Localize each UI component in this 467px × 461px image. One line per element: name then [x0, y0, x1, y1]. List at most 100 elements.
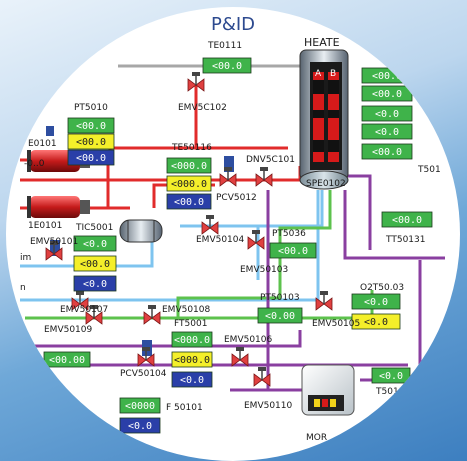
- readout-value: <000.0: [171, 161, 207, 172]
- label-emv50107: EMV50107: [60, 305, 108, 315]
- readout-value: <0.0: [128, 421, 152, 432]
- label-emv50110: EMV50110: [244, 401, 293, 411]
- actuator-2: [50, 240, 60, 256]
- readout-pt2[interactable]: <00.0: [67, 133, 115, 150]
- label-te0111: TE0111: [207, 41, 242, 51]
- readout-value: <00.0: [372, 89, 402, 100]
- readout-pt103[interactable]: <0.00: [257, 307, 303, 324]
- label-te50116: TE50116: [171, 143, 212, 153]
- pump-2[interactable]: [27, 196, 90, 218]
- readout-pt3[interactable]: <00.0: [67, 149, 115, 166]
- readout-value: <0.0: [83, 239, 107, 250]
- readout-value: <0.00: [265, 311, 295, 322]
- readout-value: <00.00: [49, 355, 85, 366]
- label-f5010: F 50101: [166, 403, 203, 413]
- pump-1-body: [30, 150, 80, 172]
- valve-emv50110[interactable]: [253, 367, 271, 387]
- valve-emv5c102[interactable]: [187, 72, 205, 92]
- label-bottom-tag: SPE0102: [306, 179, 346, 189]
- readout-value: <000.0: [174, 355, 210, 366]
- label-pcv50104: PCV50104: [120, 369, 167, 379]
- pipe-purple-4: [343, 190, 445, 260]
- readout-tic1[interactable]: <0.0: [73, 235, 117, 252]
- motor-unit[interactable]: [301, 364, 355, 416]
- heater-base: [299, 170, 349, 190]
- label-p1: E0101: [28, 139, 57, 149]
- readout-tic3[interactable]: <0.0: [73, 275, 117, 292]
- label-l2: im: [20, 253, 31, 263]
- readout-r4[interactable]: <0.0: [361, 123, 413, 140]
- readout-te2[interactable]: <000.0: [166, 175, 212, 192]
- readout-value: <00.0: [278, 246, 308, 257]
- label-emv50104: EMV50104: [196, 235, 245, 245]
- readouts: <00.0<00.0<00.0<00.0<000.0<000.0<00.0<0.…: [43, 57, 433, 434]
- readout-o2-2[interactable]: <0.0: [351, 313, 401, 330]
- valve-emv50101[interactable]: [45, 241, 63, 261]
- label-emv50105: EMV50105: [312, 319, 360, 329]
- readout-value: <00.0: [174, 197, 204, 208]
- heat-exchanger[interactable]: [119, 219, 163, 243]
- label-o2t50: O2T50.03: [360, 283, 404, 293]
- label-t5011: T5011: [375, 387, 404, 397]
- label-tic5001: TIC5001: [75, 223, 113, 233]
- readout-pt36[interactable]: <00.0: [269, 242, 317, 259]
- readout-f1[interactable]: <0000: [119, 397, 161, 414]
- label-emv50109: EMV50109: [44, 325, 93, 335]
- readout-value: <0.0: [364, 317, 388, 328]
- readout-pt1[interactable]: <00.0: [67, 117, 115, 134]
- readout-tic2[interactable]: <00.0: [73, 255, 117, 272]
- readout-value: <0.0: [364, 297, 388, 308]
- valve-emv50106[interactable]: [231, 347, 249, 367]
- label-t501: T501: [417, 165, 441, 175]
- readout-t5011[interactable]: <0.0: [371, 367, 411, 384]
- valve-emv50104[interactable]: [201, 215, 219, 235]
- actuator-4: [46, 126, 54, 136]
- readout-value: <00.0: [372, 71, 402, 82]
- label-pt5010: PT5010: [74, 103, 108, 113]
- valve-dnv5c101[interactable]: [255, 167, 273, 187]
- valve-emv50109[interactable]: [85, 305, 103, 325]
- readout-r2[interactable]: <00.0: [361, 85, 413, 102]
- label-p2: 1E0101: [28, 221, 62, 231]
- labels: TE0111PT5010TE50116TIC5001PT5036PT50103F…: [20, 36, 441, 443]
- readout-value: <0.0: [180, 375, 204, 386]
- page-title: P&ID: [211, 14, 255, 35]
- valve-pcv5012[interactable]: [219, 167, 237, 187]
- readout-o2-1[interactable]: <0.0: [351, 293, 401, 310]
- readout-tt1[interactable]: <00.0: [381, 211, 433, 228]
- actuator-1: [224, 156, 234, 172]
- readout-value: <0.0: [379, 371, 403, 382]
- valves: [45, 72, 333, 387]
- valve-emv50107[interactable]: [71, 291, 89, 311]
- label-label: HEATE: [304, 36, 340, 49]
- readout-r5[interactable]: <00.0: [361, 143, 413, 160]
- heater: A B: [299, 49, 349, 190]
- readout-te1[interactable]: <000.0: [166, 157, 212, 174]
- valve-emv50108[interactable]: [143, 305, 161, 325]
- readout-value: <00.0: [392, 215, 422, 226]
- label-mor: MOR: [306, 433, 327, 443]
- label-tt50131: TT50131: [385, 235, 425, 245]
- valve-pcv50104[interactable]: [137, 347, 155, 367]
- valve-emv50103[interactable]: [247, 230, 265, 250]
- readout-ft3[interactable]: <0.0: [171, 371, 213, 388]
- readout-f2[interactable]: <0.0: [119, 417, 161, 434]
- readout-value: <00.0: [76, 137, 106, 148]
- pipe-green-2: [176, 190, 332, 318]
- readout-value: <00.0: [372, 147, 402, 158]
- readout-te3[interactable]: <00.0: [166, 193, 212, 210]
- readout-ft2[interactable]: <000.0: [171, 351, 213, 368]
- valve-emv50105[interactable]: [315, 291, 333, 311]
- pump-2-body: [30, 196, 80, 218]
- label-emv50103: EMV50103: [240, 265, 288, 275]
- readout-value: <00.0: [212, 61, 242, 72]
- readout-value: <0.0: [375, 127, 399, 138]
- readout-ft1[interactable]: <000.0: [171, 331, 213, 348]
- label-pcv5012: PCV5012: [216, 193, 257, 203]
- readout-left-bottom[interactable]: <00.00: [43, 351, 91, 368]
- pipe-purple-1: [25, 330, 302, 348]
- readout-r3[interactable]: <0.0: [361, 105, 413, 122]
- readout-r1[interactable]: <00.0: [361, 67, 413, 84]
- readout-top[interactable]: <00.0: [202, 57, 252, 74]
